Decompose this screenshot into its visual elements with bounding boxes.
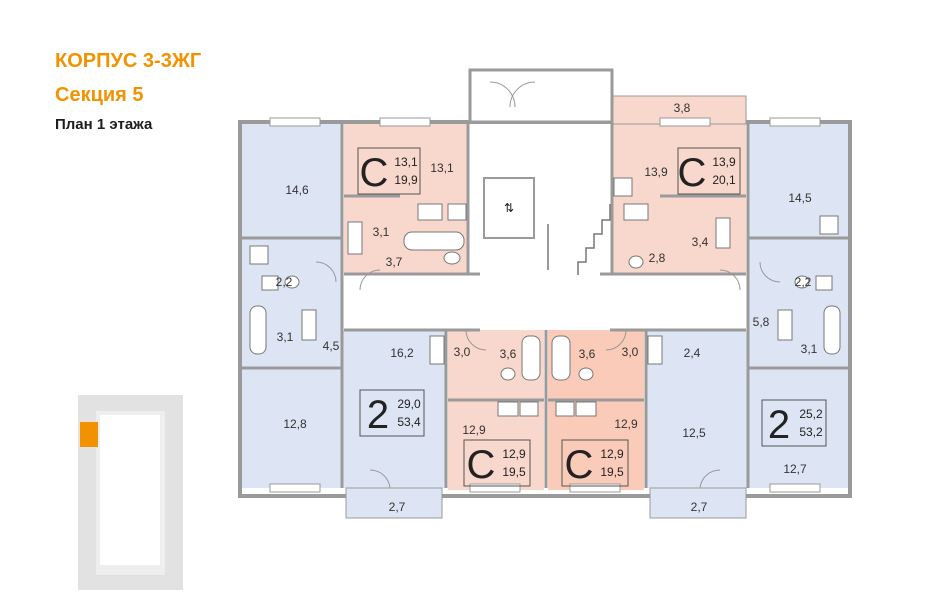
room-area: 12,9: [614, 417, 638, 431]
apartment-type: 2: [768, 403, 790, 447]
room-area: 13,9: [644, 165, 668, 179]
room-area: 3,1: [277, 330, 294, 344]
room-area: 2,7: [691, 500, 708, 514]
interior-walls: [242, 124, 848, 488]
apartment-living-area: 13,9: [712, 155, 736, 169]
apartment-total-area: 19,9: [394, 173, 418, 187]
apartment-badge-a6[interactable]: 2 25,2 53,2: [761, 399, 827, 447]
building-title: КОРПУС 3-3ЖГ: [55, 50, 202, 72]
room-area: 12,9: [462, 423, 486, 437]
apartment-living-area: 12,9: [502, 447, 526, 461]
section-title: Секция 5: [55, 84, 144, 106]
apartment-living-area: 12,9: [600, 447, 624, 461]
apartment-living-area: 13,1: [394, 155, 418, 169]
room-area: 14,6: [285, 183, 309, 197]
apartment-total-area: 19,5: [600, 465, 624, 479]
apartment-living-area: 29,0: [397, 397, 421, 411]
stairs-icon: [547, 204, 611, 275]
room-area-labels: 14,6 13,1 3,8 13,9 14,5 3,1 3,7 3,4 2,8 …: [276, 101, 818, 514]
apartment-type: С: [678, 151, 707, 195]
apartment-type: С: [467, 443, 496, 487]
apartment-type: С: [360, 151, 389, 195]
section-key-map: [78, 395, 183, 590]
sink-icon: [261, 203, 833, 417]
room-area: 13,1: [430, 161, 454, 175]
stove-icon: [249, 177, 839, 417]
room-area: 2,8: [649, 251, 666, 265]
room-area: 2,2: [795, 275, 812, 289]
toilet-icon: [284, 251, 810, 381]
apartment-type: 2: [367, 393, 389, 437]
room-area: 16,2: [390, 346, 414, 360]
elevator-shaft: [483, 177, 535, 239]
windows: [269, 117, 821, 493]
apartment-total-area: 19,5: [502, 465, 526, 479]
wardrobe-icon: [301, 217, 793, 365]
bathtub-icon: [249, 231, 841, 381]
apartment-living-area: 25,2: [799, 407, 823, 421]
room-area: 3,8: [674, 101, 691, 115]
room-area: 12,7: [783, 462, 807, 476]
apartment-badge-a3[interactable]: 2 29,0 53,4: [359, 389, 425, 437]
room-area: 3,6: [579, 347, 596, 361]
apartment-type: С: [565, 443, 594, 487]
room-area: 12,8: [283, 417, 307, 431]
apartment-badge-a4[interactable]: С 12,9 19,5: [463, 439, 531, 487]
apartment-badge-a5[interactable]: С 12,9 19,5: [561, 439, 629, 487]
apartment-total-area: 53,2: [799, 425, 823, 439]
room-area: 2,2: [276, 275, 293, 289]
doors: [315, 81, 781, 489]
apartment-badge-a2[interactable]: С 13,9 20,1: [677, 147, 741, 195]
floor-plan-title: План 1 этажа: [55, 116, 153, 133]
apartment-total-area: 20,1: [712, 173, 736, 187]
room-area: 2,4: [684, 346, 701, 360]
room-area: 3,0: [622, 345, 639, 359]
room-area: 5,8: [753, 315, 770, 329]
apartment-badge-a1[interactable]: С 13,1 19,9: [357, 147, 421, 195]
room-area: 3,7: [386, 255, 403, 269]
elevator-icon: ⇅: [504, 201, 514, 215]
room-area: 3,6: [500, 347, 517, 361]
apartment-total-area: 53,4: [397, 415, 421, 429]
room-area: 3,1: [373, 225, 390, 239]
current-section-marker: [80, 422, 98, 447]
room-area: 3,0: [454, 345, 471, 359]
room-area: 4,5: [323, 339, 340, 353]
room-area: 12,5: [682, 426, 706, 440]
room-area: 3,1: [801, 342, 818, 356]
room-area: 3,4: [692, 235, 709, 249]
room-area: 2,7: [389, 500, 406, 514]
room-area: 14,5: [788, 191, 812, 205]
